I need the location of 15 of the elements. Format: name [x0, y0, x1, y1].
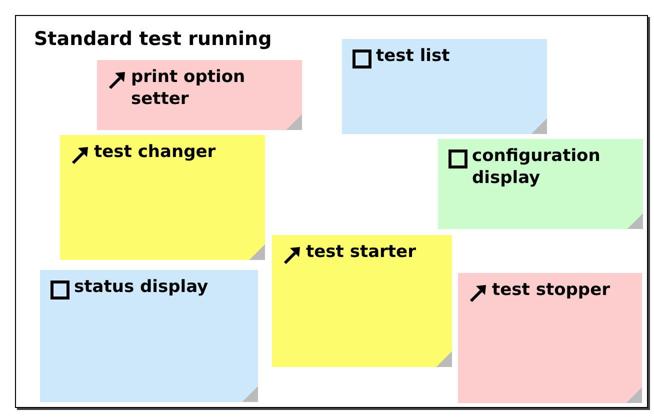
note-text: test list	[376, 45, 451, 67]
note-text: test starter	[306, 241, 417, 263]
note-text: print option setter	[131, 66, 246, 110]
sticky-note	[97, 60, 302, 130]
sticky-note	[272, 235, 452, 367]
note-text: test stopper	[492, 279, 611, 301]
note-text: status display	[74, 276, 210, 298]
sticky-note	[342, 39, 547, 134]
sticky-note	[40, 270, 258, 402]
note-text: test changer	[94, 141, 217, 163]
sticky-note	[60, 135, 265, 260]
note-text: configuration display	[472, 145, 602, 189]
sticky-note	[438, 139, 643, 229]
sticky-note	[458, 273, 642, 403]
title: Standard test running	[34, 28, 272, 50]
